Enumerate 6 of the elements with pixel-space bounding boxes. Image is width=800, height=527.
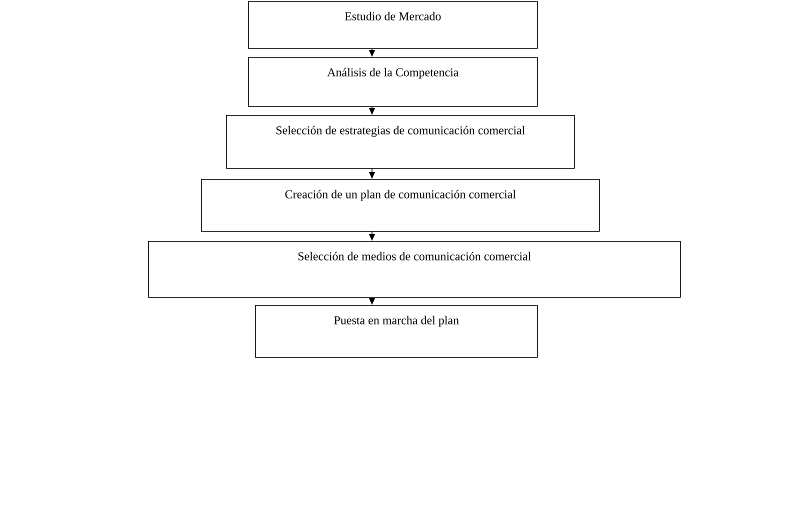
process-box: Puesta en marcha del plan <box>255 305 538 358</box>
process-box: Selección de medios de comunicación comercial <box>148 241 681 298</box>
process-box: Análisis de la Competencia <box>248 57 538 107</box>
process-box: Selección de estrategias de comunicación comercial <box>226 115 575 169</box>
process-box: Creación de un plan de comunicación comercial <box>201 179 600 232</box>
process-box: Estudio de Mercado <box>248 1 538 49</box>
